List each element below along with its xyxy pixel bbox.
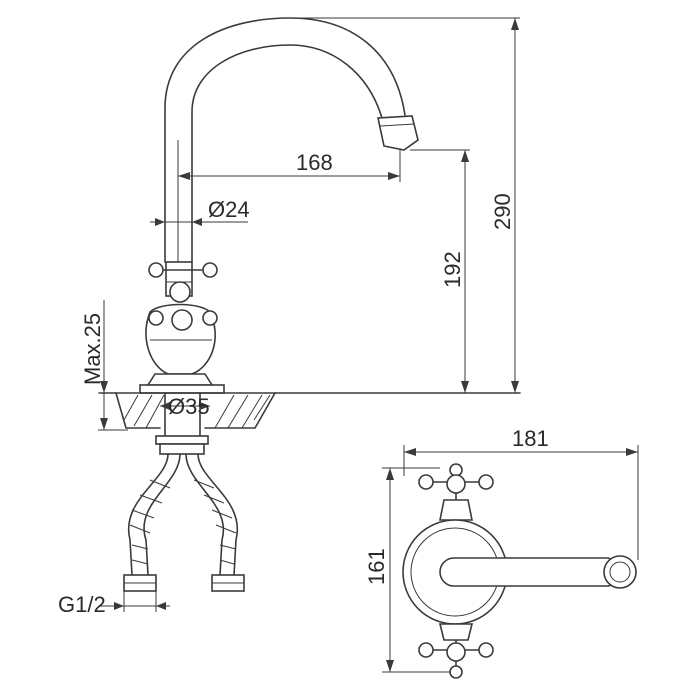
side-view: 168 Ø24 192 290 [58, 17, 521, 617]
label-hose-thread: G1/2 [58, 592, 106, 617]
dimension-mount-hole: Ø35 [160, 394, 210, 419]
label-mount-hole: Ø35 [168, 394, 210, 419]
label-counter-thickness: Max.25 [80, 313, 105, 385]
label-spout-reach: 168 [296, 150, 333, 175]
dimension-counter-thickness: Max.25 [80, 300, 128, 431]
label-spout-diameter: Ø24 [208, 197, 250, 222]
faucet-base [139, 373, 225, 394]
dimension-hose-thread: G1/2 [58, 591, 170, 617]
flexible-hoses [123, 453, 245, 592]
label-spout-height: 192 [440, 251, 465, 288]
label-total-height: 290 [490, 193, 515, 230]
label-top-width: 181 [512, 426, 549, 451]
label-top-depth: 161 [364, 548, 389, 585]
dimension-top-width: 181 [403, 426, 639, 560]
top-view-spout [439, 555, 637, 589]
dimension-spout-reach: 168 [178, 150, 401, 182]
dimension-spout-diameter: Ø24 [150, 197, 250, 226]
upper-cross-handles [148, 261, 218, 303]
rear-cross-handle [418, 463, 494, 521]
dimension-spout-height: 192 [410, 149, 470, 393]
valve-body [145, 303, 218, 375]
countertop-section [99, 392, 521, 429]
front-cross-handle [418, 623, 494, 679]
spout [164, 17, 419, 263]
top-view: 181 161 [364, 426, 639, 679]
dimension-total-height: 290 [290, 17, 520, 393]
mounting-shank [155, 392, 209, 455]
dimension-top-depth: 161 [364, 467, 450, 673]
